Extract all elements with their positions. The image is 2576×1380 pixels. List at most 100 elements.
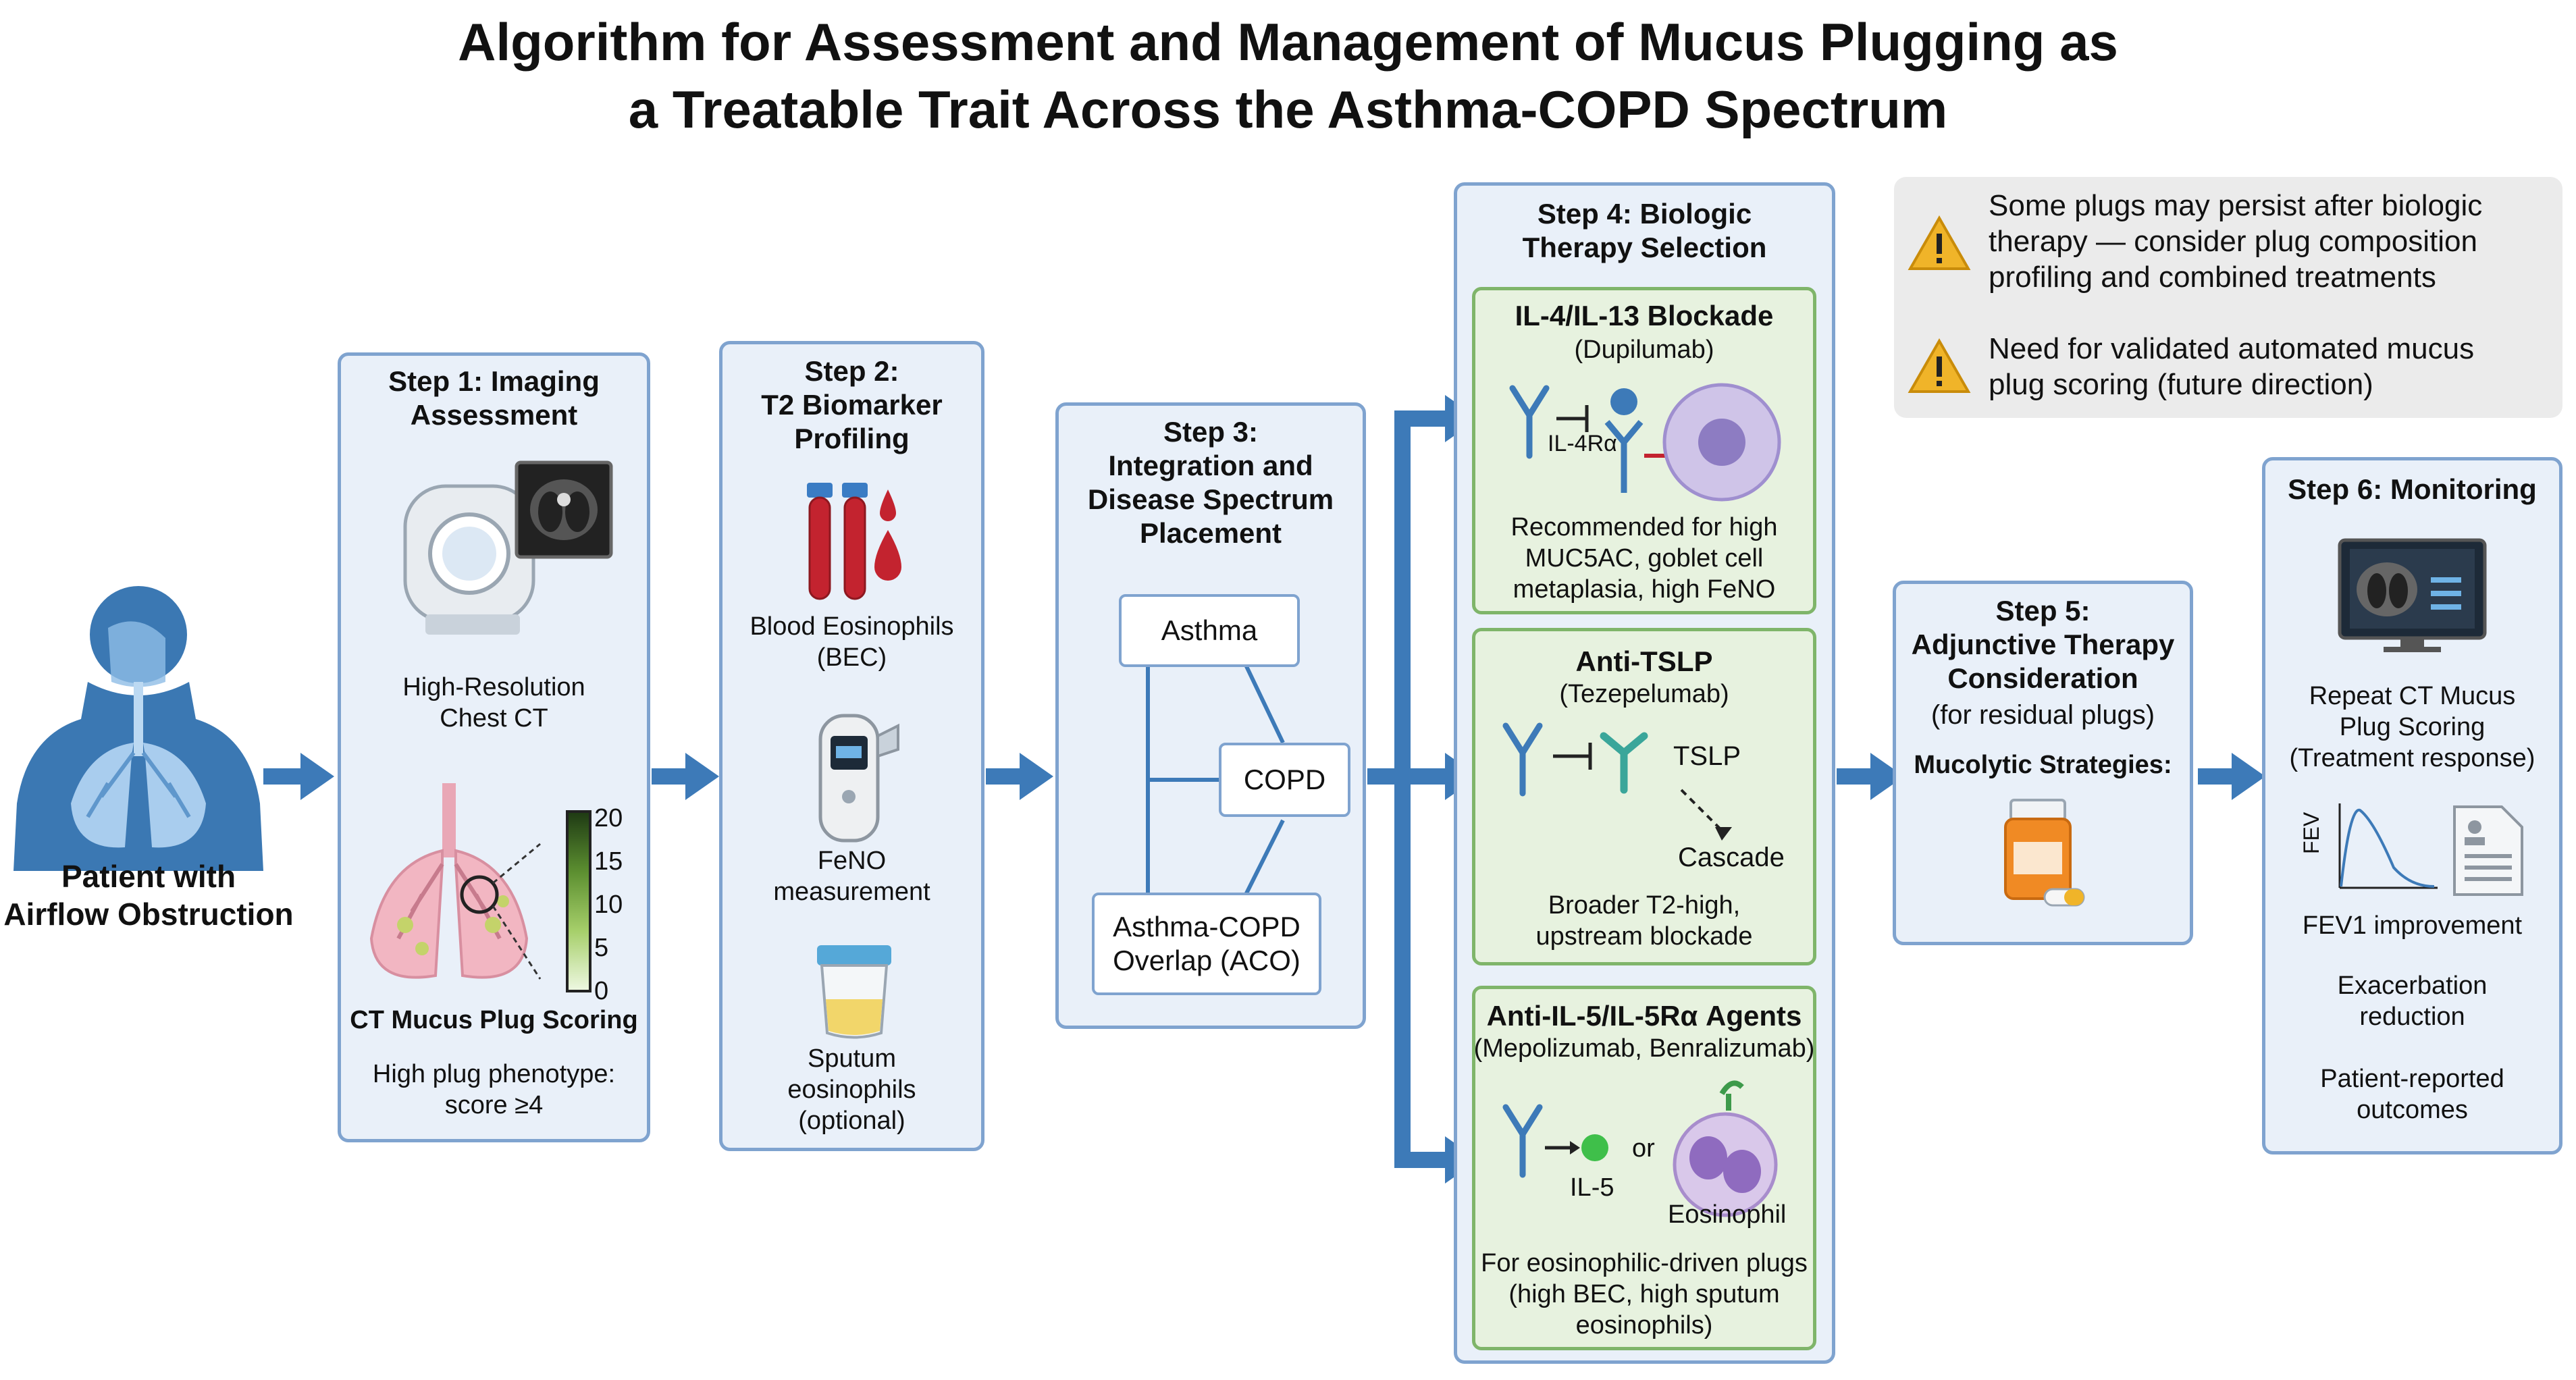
title-line-2: a Treatable Trait Across the Asthma-COPD… [628,80,1948,139]
ct-line-1: High-Resolution [402,673,585,701]
warning-icon [1908,338,1971,393]
blood-line-1: Blood Eosinophils [750,612,954,641]
step1-title: Step 1: Imaging Assessment [338,365,650,432]
blood-tubes-icon [807,483,901,600]
note1-text: Some plugs may persist after biologic th… [1989,188,2482,295]
step2-title: Step 2: T2 Biomarker Profiling [719,354,984,456]
patient-line-2: Airflow Obstruction [3,897,294,932]
pro-line-2: outcomes [2357,1096,2468,1124]
exac-line-2: reduction [2359,1003,2465,1031]
ct-label: High-Resolution Chest CT [338,672,650,734]
page-title: Algorithm for Assessment and Management … [0,8,2576,143]
step5-title-line-2: Adjunctive Therapy [1911,629,2175,660]
patient-silhouette-icon [14,586,263,871]
pro-label: Patient-reported outcomes [2262,1063,2562,1125]
warning-icon [1908,215,1971,270]
mucolytic-label: Mucolytic Strategies: [1914,751,2172,779]
feno-line-1: FeNO [817,847,887,875]
il413-desc-line-2: MUC5AC, goblet cell [1525,544,1764,573]
step1-title-line-1: Step 1: Imaging [388,365,600,397]
arrow-step2-to-step3-icon [986,753,1053,800]
step3-title-line-3: Disease Spectrum [1087,483,1334,515]
tslp-target: TSLP [1673,741,1741,771]
sputum-label: Sputum eosinophils (optional) [719,1043,984,1136]
blood-line-2: (BEC) [816,643,887,672]
sputum-cup-icon [817,945,891,1039]
tslp-drug: (Tezepelumab) [1559,680,1729,708]
il413-drug: (Dupilumab) [1574,336,1714,364]
feno-label: FeNO measurement [719,845,984,907]
note2-line-1: Need for validated automated mucus [1989,332,2475,365]
step6-title: Step 6: Monitoring [2288,473,2537,505]
il413-mechanism-icon [1509,383,1781,502]
patient-label: Patient with Airflow Obstruction [0,857,297,933]
tslp-desc-line-1: Broader T2-high, [1548,891,1741,920]
spectrum-asthma: Asthma [1119,594,1300,667]
pill-bottle-icon [2004,799,2085,907]
il413-desc: Recommended for high MUC5AC, goblet cell… [1472,512,1816,605]
pro-line-1: Patient-reported [2320,1065,2504,1093]
fev-improvement-label: FEV1 improvement [2302,911,2523,940]
patient-line-1: Patient with [61,859,236,894]
tslp-desc-line-2: upstream blockade [1535,922,1753,951]
repeat-ct-line-1: Repeat CT Mucus [2309,682,2516,710]
arrow-patient-to-step1-icon [263,753,334,800]
aco-line-1: Asthma-COPD [1113,911,1300,943]
notes-panel [1894,177,2562,418]
step2-title-line-2: T2 Biomarker [761,389,943,421]
document-icon [2453,805,2523,896]
sputum-line-1: Sputum [808,1044,896,1073]
step1-title-line-2: Assessment [410,399,578,431]
phenotype-label: High plug phenotype: score ≥4 [338,1059,650,1121]
il5-desc: For eosinophilic-driven plugs (high BEC,… [1472,1248,1816,1341]
exac-line-1: Exacerbation [2337,972,2488,1000]
step3-title-line-4: Placement [1139,517,1282,549]
arrow-step3-branch-icon [1367,395,1479,1184]
scale-5: 5 [594,934,609,962]
scale-10: 10 [594,891,623,919]
note1-line-2: therapy — consider plug composition [1989,225,2477,258]
scoring-label: CT Mucus Plug Scoring [350,1006,638,1034]
step4-title: Step 4: Biologic Therapy Selection [1454,197,1835,265]
scale-0: 0 [594,977,609,1005]
il413-receptor: IL-4Rα [1548,431,1617,456]
feno-device-icon [818,714,899,843]
score-scale-labels: 20 15 10 5 0 [594,797,648,1013]
il5-cytokine: IL-5 [1570,1173,1614,1202]
il5-desc-line-2: (high BEC, high sputum [1508,1280,1780,1308]
fev-curve-icon [2338,803,2438,889]
il5-desc-line-1: For eosinophilic-driven plugs [1481,1249,1808,1277]
il5-mechanism-icon [1502,1080,1778,1217]
tslp-cascade: Cascade [1678,843,1785,872]
tslp-card [1472,628,1816,965]
step5-title-line-3: Consideration [1947,662,2138,694]
step2-title-line-1: Step 2: [804,355,899,387]
title-line-1: Algorithm for Assessment and Management … [458,12,2118,72]
il413-desc-line-3: metaplasia, high FeNO [1513,575,1776,604]
fev-axis-label: FEV [2299,812,2323,854]
ct-scanner-icon [403,460,613,635]
repeat-ct-line-2: Plug Scoring [2339,713,2486,741]
note1-line-1: Some plugs may persist after biologic [1989,189,2483,222]
tslp-name: Anti-TSLP [1575,645,1713,677]
note2-line-2: plug scoring (future direction) [1989,368,2373,401]
il413-desc-line-1: Recommended for high [1510,513,1778,541]
blood-label: Blood Eosinophils (BEC) [719,611,984,673]
note1-line-3: profiling and combined treatments [1989,261,2436,294]
spectrum-copd: COPD [1219,743,1350,817]
tslp-desc: Broader T2-high, upstream blockade [1472,890,1816,952]
il5-name: Anti-IL-5/IL-5Rα Agents [1486,1000,1802,1032]
arrow-step5-to-step6-icon [2198,753,2265,800]
repeat-ct-label: Repeat CT Mucus Plug Scoring (Treatment … [2262,681,2562,774]
il5-desc-line-3: eosinophils) [1575,1311,1713,1339]
step5-title-line-1: Step 5: [1995,595,2091,627]
phenotype-line-2: score ≥4 [444,1091,544,1119]
step4-title-line-2: Therapy Selection [1522,232,1767,263]
il413-name: IL-4/IL-13 Blockade [1515,300,1774,331]
repeat-ct-line-3: (Treatment response) [2289,744,2535,772]
score-scale-bar [566,810,592,992]
lungs-mucus-icon [369,783,542,980]
note2-text: Need for validated automated mucus plug … [1989,331,2474,402]
